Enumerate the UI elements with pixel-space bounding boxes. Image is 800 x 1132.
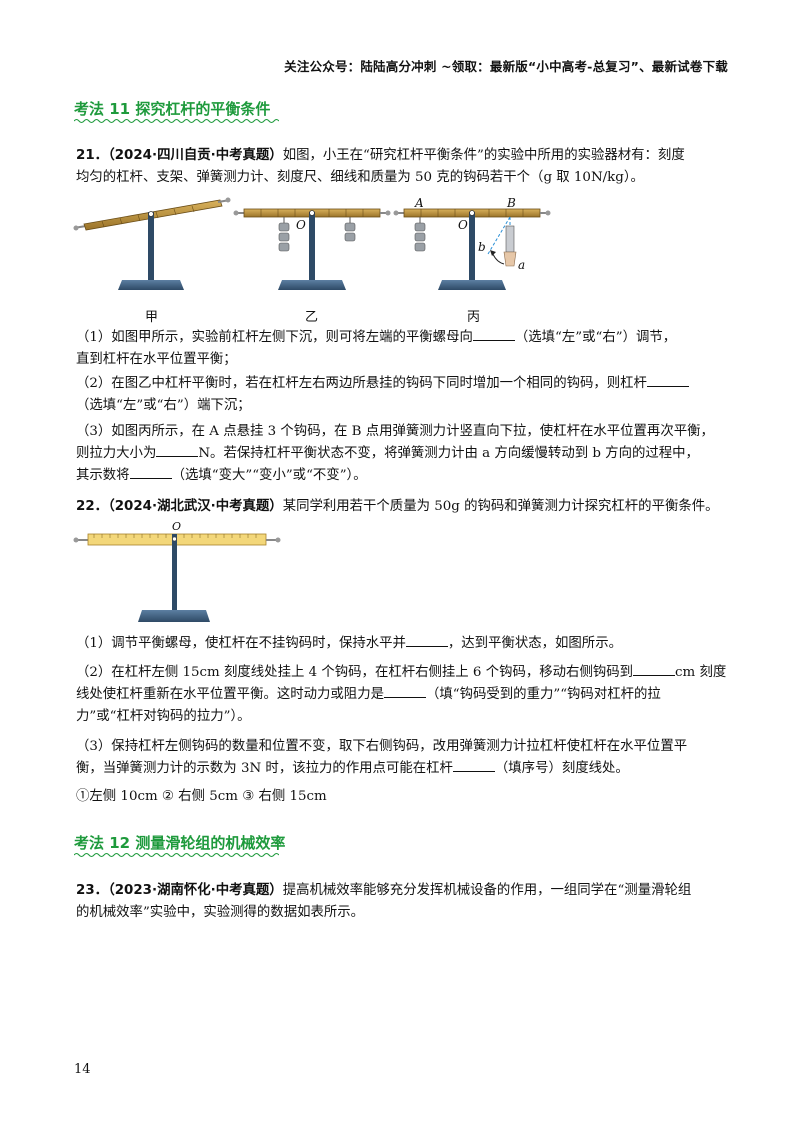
q21-p2-text-a: （2）在图乙中杠杆平衡时，若在杠杆左右两边所悬挂的钩码下同时增加一个相同的钩码，…	[76, 376, 647, 391]
q22-p3-text-c: （填序号）刻度线处。	[494, 761, 629, 776]
q22-p2-text-b: cm 刻度	[675, 665, 727, 680]
q22-p2-text-e: 力”或“杠杆对钩码的拉力”）。	[76, 709, 251, 724]
page-header: 关注公众号：陆陆高分冲刺 ~领取：最新版“小中高考-总复习”、最新试卷下载	[284, 59, 728, 74]
q21-stem: 21．（2024·四川自贡·中考真题）如图，小王在“研究杠杆平衡条件”的实验中所…	[76, 145, 731, 189]
figure-yi-lever	[233, 208, 391, 290]
section-underline-11	[74, 119, 279, 123]
q21-text-1: 如图，小王在“研究杠杆平衡条件”的实验中所用的实验器材有：刻度	[282, 148, 685, 163]
q22-p3-text-a: （3）保持杠杆左侧钩码的数量和位置不变，取下右侧钩码，改用弹簧测力计拉杠杆使杠杆…	[76, 739, 688, 754]
label-bing-a-point: A	[415, 196, 424, 210]
q22-p2-blank-position[interactable]	[633, 663, 676, 676]
caption-bing: 丙	[467, 310, 481, 325]
q22-part-3: （3）保持杠杆左侧钩码的数量和位置不变，取下右侧钩码，改用弹簧测力计拉杠杆使杠杆…	[76, 736, 731, 780]
q22-p3-text-b: 衡，当弹簧测力计的示数为 3N 时，该拉力的作用点可能在杠杆	[76, 761, 453, 776]
figure-bing-lever	[393, 208, 551, 290]
section-title-12: 考法 12 测量滑轮组的机械效率	[74, 834, 286, 852]
q23-text-2: 的机械效率”实验中，实验测得的数据如表所示。	[76, 905, 365, 920]
q21-p3-text-a: （3）如图丙所示，在 A 点悬挂 3 个钩码，在 B 点用弹簧测力计竖直向下拉，…	[76, 424, 714, 439]
q21-p3-text-c: N。若保持杠杆平衡状态不变，将弹簧测力计由 a 方向缓慢转动到 b 方向的过程中…	[198, 446, 699, 461]
q22-p2-blank-force[interactable]	[383, 685, 426, 698]
page-number: 14	[74, 1062, 91, 1077]
q23-text-1: 提高机械效率能够充分发挥机械设备的作用，一组同学在“测量滑轮组	[282, 883, 692, 898]
q21-part-1: （1）如图甲所示，实验前杠杆左侧下沉，则可将左端的平衡螺母向 （选填“左”或“右”…	[76, 327, 731, 371]
q22-p2-text-a: （2）在杠杆左侧 15cm 刻度线处挂上 4 个钩码，在杠杆右侧挂上 6 个钩码…	[76, 665, 634, 680]
q21-p3-blank-reading[interactable]	[129, 466, 172, 479]
caption-jia: 甲	[145, 310, 159, 325]
q22-text-1: 某同学利用若干个质量为 50g 的钩码和弹簧测力计探究杠杆的平衡条件。	[282, 499, 719, 514]
q21-p1-blank[interactable]	[472, 328, 515, 341]
section-underline-12	[74, 853, 279, 857]
label-bing-b-direction: b	[478, 240, 486, 254]
caption-yi: 乙	[305, 310, 319, 325]
q22-stem: 22．（2024·湖北武汉·中考真题）某同学利用若干个质量为 50g 的钩码和弹…	[76, 496, 731, 518]
label-bing-a-direction: a	[518, 258, 526, 272]
q21-p3-blank-force[interactable]	[156, 444, 199, 457]
q22-p1-text-a: （1）调节平衡螺母，使杠杆在不挂钩码时，保持水平并	[76, 636, 406, 651]
q22-part-1: （1）调节平衡螺母，使杠杆在不挂钩码时，保持水平并 ，达到平衡状态，如图所示。	[76, 633, 731, 655]
q21-p1-text-b: （选填“左”或“右”）调节，	[514, 330, 677, 345]
q21-part-3: （3）如图丙所示，在 A 点悬挂 3 个钩码，在 B 点用弹簧测力计竖直向下拉，…	[76, 421, 731, 487]
q21-p2-blank[interactable]	[646, 374, 689, 387]
q21-p2-text-b: （选填“左”或“右”）端下沉；	[76, 398, 251, 413]
q23-number: 23．	[76, 883, 109, 898]
q22-number: 22．	[76, 499, 109, 514]
label-bing-o: O	[458, 218, 468, 232]
q22-p3-blank[interactable]	[452, 759, 495, 772]
q22-options: ①左侧 10cm ② 右侧 5cm ③ 右侧 15cm	[76, 789, 327, 804]
q21-p3-text-e: （选填“变大”“变小”或“不变”）。	[171, 468, 367, 483]
q21-text-2: 均匀的杠杆、支架、弹簧测力计、刻度尺、细线和质量为 50 克的钩码若干个（g 取…	[76, 170, 644, 185]
q22-source: （2024·湖北武汉·中考真题）	[108, 499, 283, 514]
q22-p1-blank[interactable]	[405, 634, 448, 647]
q21-p3-text-b: 则拉力大小为	[76, 446, 157, 461]
q21-part-2: （2）在图乙中杠杆平衡时，若在杠杆左右两边所悬挂的钩码下同时增加一个相同的钩码，…	[76, 373, 731, 417]
q23-source: （2023·湖南怀化·中考真题）	[108, 883, 283, 898]
q22-p1-text-b: ，达到平衡状态，如图所示。	[447, 636, 622, 651]
q21-p1-text-a: （1）如图甲所示，实验前杠杆左侧下沉，则可将左端的平衡螺母向	[76, 330, 473, 345]
label-yi-o: O	[296, 218, 306, 232]
q21-p3-text-d: 其示数将	[76, 468, 130, 483]
q21-number: 21．	[76, 148, 109, 163]
figure-jia-lever	[73, 197, 231, 290]
q22-part-2: （2）在杠杆左侧 15cm 刻度线处挂上 4 个钩码，在杠杆右侧挂上 6 个钩码…	[76, 662, 731, 728]
q21-p1-text-c: 直到杠杆在水平位置平衡；	[76, 352, 237, 367]
section-title-11: 考法 11 探究杠杆的平衡条件	[74, 100, 271, 118]
q22-p2-text-c: 线处使杠杆重新在水平位置平衡。这时动力或阻力是	[76, 687, 384, 702]
label-bing-b-point: B	[507, 196, 516, 210]
q23-stem: 23．（2023·湖南怀化·中考真题）提高机械效率能够充分发挥机械设备的作用，一…	[76, 880, 731, 924]
label-q22-o: O	[172, 520, 182, 533]
q22-p2-text-d: （填“钩码受到的重力”“钩码对杠杆的拉	[425, 687, 661, 702]
q21-source: （2024·四川自贡·中考真题）	[108, 148, 283, 163]
figure-q22-lever	[73, 533, 281, 622]
